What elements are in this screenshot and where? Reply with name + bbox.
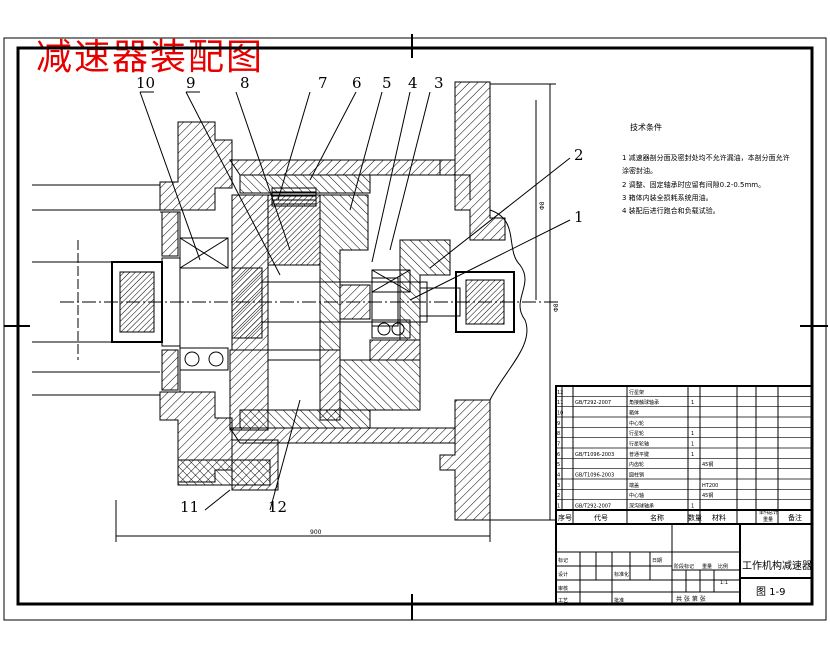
part-number-labels: 10 9 8 7 6 5 4 3 2 1 11 12 bbox=[136, 74, 584, 516]
dimensions bbox=[115, 83, 556, 542]
outer-frame bbox=[3, 37, 827, 621]
parts-cell-no: 1 bbox=[557, 503, 560, 509]
parts-cell-name: 深沟球轴承 bbox=[629, 502, 654, 509]
title-block-text: 工作机构减速器 图 1-9 阶段标记 重量 比例 1:1 共 张 第 张 标记 … bbox=[558, 557, 812, 604]
drawing-name: 工作机构减速器 bbox=[742, 559, 812, 572]
parts-cell-name: 行星架 bbox=[629, 389, 644, 396]
leader-lines bbox=[139, 91, 571, 511]
parts-cell-material: HT200 bbox=[702, 483, 718, 489]
parts-cell-no: 3 bbox=[557, 483, 560, 489]
parts-cell-no: 7 bbox=[557, 441, 560, 447]
part-label-6: 6 bbox=[352, 74, 362, 92]
parts-cell-code: GB/T292-2007 bbox=[575, 400, 611, 406]
parts-cell-no: 4 bbox=[557, 472, 560, 478]
tech-heading: 技术条件 bbox=[630, 122, 662, 132]
parts-cell-no: 6 bbox=[557, 452, 560, 458]
approve-label: 批准 bbox=[614, 597, 624, 604]
dim-right: Φ8 bbox=[553, 303, 560, 312]
header-code: 代号 bbox=[594, 513, 608, 522]
header-unit-weight: 单件 bbox=[759, 509, 769, 516]
drawing-title: 减速器装配图 bbox=[36, 37, 265, 78]
parts-cell-qty: 1 bbox=[691, 503, 694, 509]
part-label-11: 11 bbox=[180, 498, 199, 516]
parts-cell-name: 角接触球轴承 bbox=[629, 399, 659, 406]
header-material: 材料 bbox=[712, 513, 726, 522]
part-label-5: 5 bbox=[382, 74, 392, 92]
parts-cell-material: 45钢 bbox=[702, 461, 713, 468]
tech-line-5: 4 装配后进行跑合和负载试验。 bbox=[622, 206, 720, 215]
part-label-7: 7 bbox=[318, 74, 328, 92]
parts-cell-name: 行星轮 bbox=[629, 430, 644, 437]
parts-cell-qty: 1 bbox=[691, 431, 694, 437]
sheet-labels: 共 张 第 张 bbox=[676, 595, 706, 603]
header-no: 序号 bbox=[558, 513, 572, 522]
parts-cell-material: 45钢 bbox=[702, 492, 713, 499]
assembly-section bbox=[32, 81, 560, 521]
parts-cell-name: 中心轮 bbox=[629, 420, 644, 427]
tech-line-3: 2 调整、固定轴承时应留有间隙0.2-0.5mm。 bbox=[622, 180, 765, 189]
parts-cell-name: 箱体 bbox=[629, 409, 639, 416]
parts-cell-name: 圆柱销 bbox=[629, 471, 644, 478]
part-label-1: 1 bbox=[574, 208, 584, 226]
parts-cell-name: 内齿轮 bbox=[629, 461, 644, 468]
row-label-process: 工艺 bbox=[558, 598, 568, 604]
parts-cell-qty: 1 bbox=[691, 400, 694, 406]
scale-value: 1:1 bbox=[720, 580, 728, 586]
parts-cell-no: 12 bbox=[557, 390, 563, 396]
parts-cell-no: 11 bbox=[557, 400, 563, 406]
weight-label: 重量 bbox=[702, 563, 712, 570]
tech-line-1: 1 减速器剖分面及密封处均不允许漏油，本剖分面允许 bbox=[622, 153, 790, 162]
stage-labels: 阶段标记 bbox=[674, 563, 694, 570]
parts-cell-qty: 1 bbox=[691, 452, 694, 458]
parts-cell-name: 中心轴 bbox=[629, 492, 644, 499]
parts-list-header: 序号 代号 名称 数量 材料 单件 总计 重量 备注 bbox=[558, 509, 802, 523]
part-label-4: 4 bbox=[408, 74, 418, 92]
parts-cell-code: GB/T292-2007 bbox=[575, 503, 611, 509]
dim-bottom: 900 bbox=[310, 529, 322, 536]
parts-cell-no: 9 bbox=[557, 421, 560, 427]
technical-requirements: 技术条件 1 减速器剖分面及密封处均不允许漏油，本剖分面允许 涂密封油。 2 调… bbox=[622, 122, 790, 215]
parts-cell-no: 8 bbox=[557, 431, 560, 437]
part-label-8: 8 bbox=[240, 74, 250, 92]
tech-line-2: 涂密封油。 bbox=[622, 166, 657, 175]
parts-cell-name: 普通平键 bbox=[629, 451, 649, 458]
part-label-9: 9 bbox=[186, 74, 196, 92]
parts-cell-qty: 1 bbox=[691, 441, 694, 447]
drawing-number: 图 1-9 bbox=[756, 586, 786, 598]
parts-cell-code: GB/T1096-2003 bbox=[575, 452, 614, 458]
parts-cell-no: 5 bbox=[557, 462, 560, 468]
header-qty: 数量 bbox=[688, 513, 702, 522]
row-label-review: 审核 bbox=[558, 585, 568, 592]
part-label-10: 10 bbox=[136, 74, 155, 92]
parts-cell-no: 2 bbox=[557, 493, 560, 499]
part-label-3: 3 bbox=[434, 74, 444, 92]
header-note: 备注 bbox=[788, 513, 802, 522]
row-label-design: 设计 bbox=[558, 571, 568, 578]
header-total-weight: 总计 bbox=[768, 509, 778, 516]
std-label: 标准化 bbox=[614, 571, 629, 578]
parts-cell-code: GB/T1096-2003 bbox=[575, 472, 614, 478]
title-block bbox=[555, 523, 813, 605]
tech-line-4: 3 箱体内装全损耗系统用油。 bbox=[622, 193, 713, 202]
part-label-12: 12 bbox=[268, 498, 287, 516]
parts-cell-name: 行星轮轴 bbox=[629, 440, 649, 447]
header-weight: 重量 bbox=[763, 516, 773, 523]
dim-right-mid: Φ8 bbox=[539, 201, 546, 210]
scale-label: 比例 bbox=[718, 563, 728, 570]
parts-cell-no: 10 bbox=[557, 410, 563, 416]
date-label: 日期 bbox=[652, 558, 662, 564]
parts-cell-name: 端盖 bbox=[629, 482, 639, 489]
header-name: 名称 bbox=[650, 513, 664, 522]
part-label-2: 2 bbox=[574, 146, 584, 164]
row-label-mark: 标记 bbox=[558, 557, 568, 564]
